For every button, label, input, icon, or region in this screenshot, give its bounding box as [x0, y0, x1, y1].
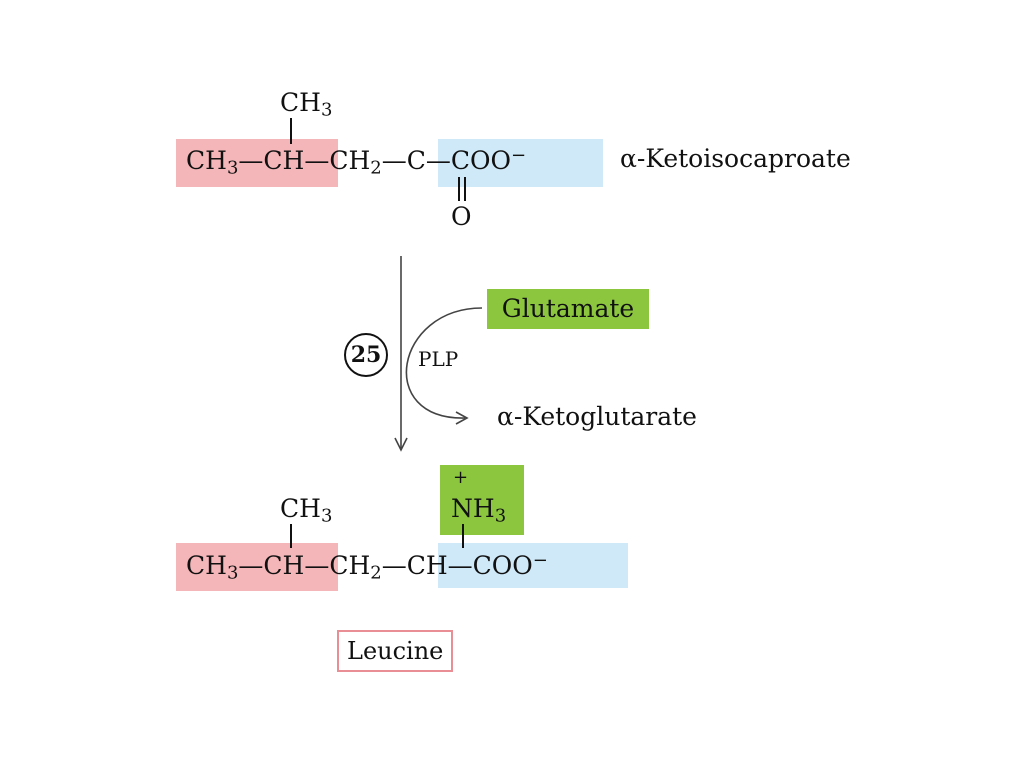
side-arrow-head: [455, 411, 469, 425]
reactant-keto-bond-a: [458, 177, 460, 201]
glutamate-label: Glutamate: [487, 289, 649, 329]
reactant-branch-methyl: CH3: [280, 88, 333, 121]
product-main-chain: CH3—CH—CH2—CH—COO−: [186, 549, 548, 584]
product-carboxyl-highlight: [438, 543, 628, 588]
amino-group: NH3: [451, 494, 507, 527]
ketoglutarate-label: α-Ketoglutarate: [497, 402, 697, 431]
step-number-badge: 25: [344, 333, 388, 377]
product-name: Leucine: [337, 630, 454, 672]
amino-charge: +: [453, 467, 469, 488]
reactant-name: α-Ketoisocaproate: [620, 144, 851, 173]
reactant-keto-oxygen: O: [451, 202, 472, 231]
reactant-main-chain: CH3—CH—CH2—C—COO−: [186, 144, 527, 179]
side-curved-arrow: [405, 307, 483, 419]
reactant-branch-bond: [290, 118, 292, 144]
cofactor-label: PLP: [418, 347, 459, 371]
product-branch-bond: [290, 524, 292, 548]
main-arrow-head: [394, 437, 408, 452]
reactant-keto-bond-b: [464, 177, 466, 201]
reactant-isopropyl-highlight: [176, 139, 338, 187]
product-isopropyl-highlight: [176, 543, 338, 591]
amino-bond: [462, 524, 464, 548]
product-branch-methyl: CH3: [280, 494, 333, 527]
product-amino-highlight: [440, 465, 524, 535]
